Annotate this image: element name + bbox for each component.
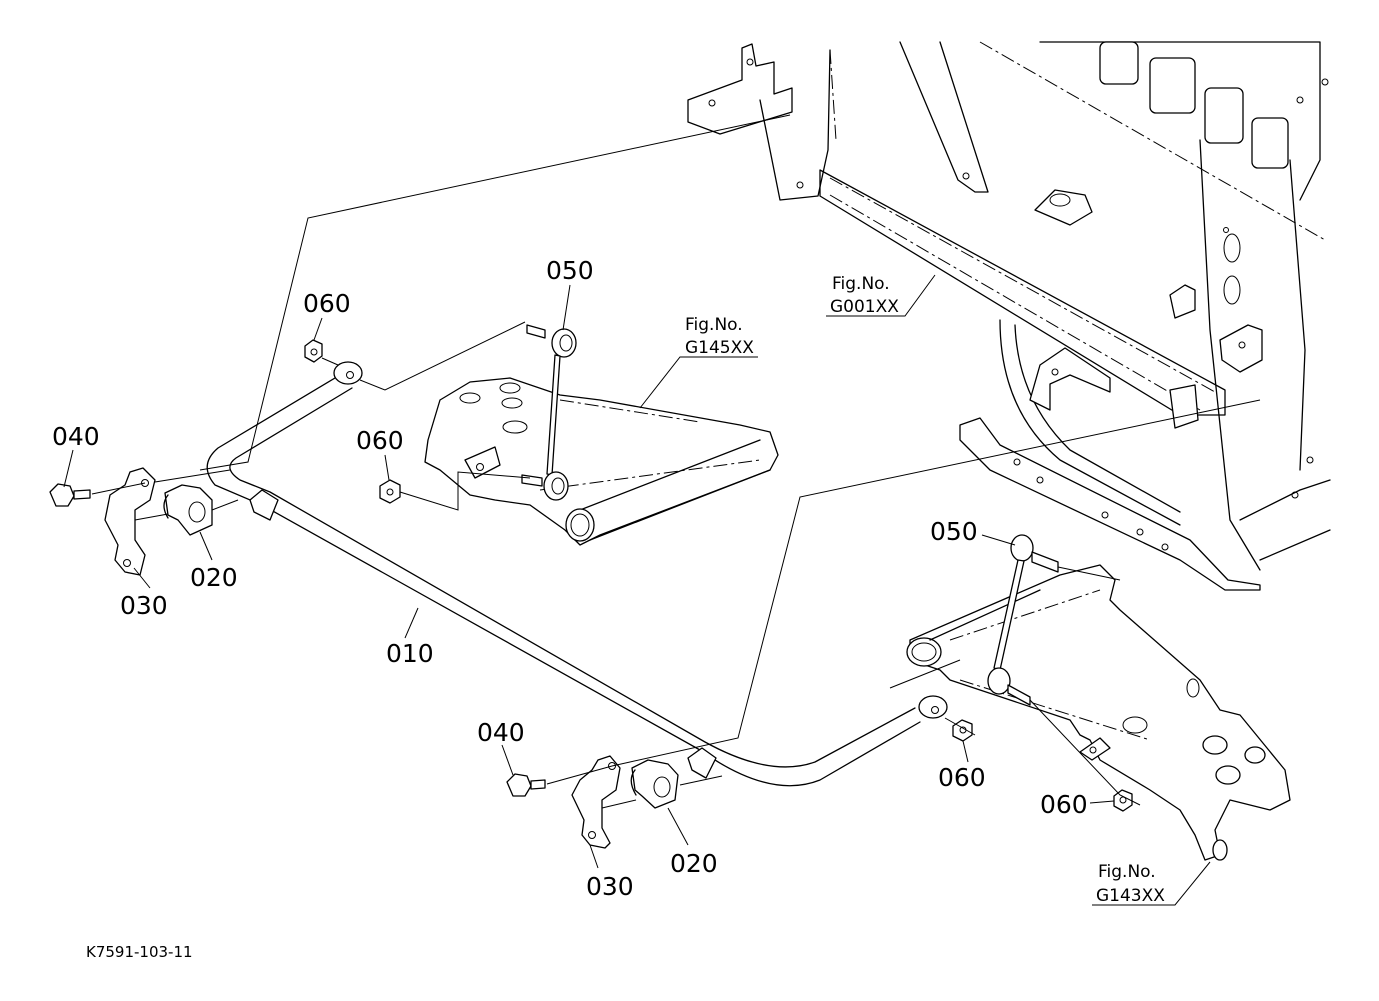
callout-020-left: 020 bbox=[190, 563, 238, 592]
callout-050-left: 050 bbox=[546, 256, 594, 285]
callout-050-right: 050 bbox=[930, 517, 978, 546]
callout-010: 010 bbox=[386, 639, 434, 668]
left-bolt[interactable] bbox=[49, 483, 91, 507]
callout-030-right: 030 bbox=[586, 872, 634, 901]
right-clamp[interactable] bbox=[571, 755, 621, 849]
vehicle-frame bbox=[687, 41, 1331, 591]
fig-prefix: Fig.No. bbox=[832, 274, 890, 294]
callout-060-upper-left: 060 bbox=[303, 289, 351, 318]
right-nut-arm[interactable] bbox=[1113, 789, 1133, 812]
left-lower-arm bbox=[424, 377, 779, 546]
callout-060-mid-left: 060 bbox=[356, 426, 404, 455]
callout-leaders bbox=[63, 274, 1211, 906]
drawing-code: K7591-103-11 bbox=[86, 943, 193, 961]
callout-060-right-bar: 060 bbox=[938, 763, 986, 792]
left-clamp[interactable] bbox=[104, 467, 156, 576]
right-lower-arm bbox=[906, 564, 1291, 861]
right-bolt[interactable] bbox=[506, 773, 546, 797]
right-nut-bar[interactable] bbox=[952, 719, 973, 742]
callout-030-left: 030 bbox=[120, 591, 168, 620]
fig-reference-left-arm[interactable]: Fig.No. G145XX bbox=[685, 315, 754, 358]
right-bushing[interactable] bbox=[630, 759, 679, 809]
callout-020-right: 020 bbox=[670, 849, 718, 878]
callout-labels: 040 030 020 060 060 050 010 040 030 020 … bbox=[52, 256, 1088, 901]
left-nut-upper[interactable] bbox=[304, 339, 323, 363]
fig-number: G143XX bbox=[1096, 886, 1165, 906]
fig-number: G001XX bbox=[830, 297, 899, 317]
fig-reference-right-arm[interactable]: Fig.No. G143XX bbox=[1096, 862, 1165, 906]
assembly-lines bbox=[91, 114, 1261, 809]
left-bushing[interactable] bbox=[163, 484, 213, 536]
callout-040-left: 040 bbox=[52, 422, 100, 451]
callout-040-right: 040 bbox=[477, 718, 525, 747]
fig-reference-frame[interactable]: Fig.No. G001XX bbox=[830, 274, 899, 317]
fig-prefix: Fig.No. bbox=[1098, 862, 1156, 882]
fig-number: G145XX bbox=[685, 338, 754, 358]
callout-060-right-arm: 060 bbox=[1040, 790, 1088, 819]
right-stabilizer-link[interactable] bbox=[987, 534, 1059, 706]
fig-prefix: Fig.No. bbox=[685, 315, 743, 335]
left-nut-mid[interactable] bbox=[379, 479, 401, 504]
